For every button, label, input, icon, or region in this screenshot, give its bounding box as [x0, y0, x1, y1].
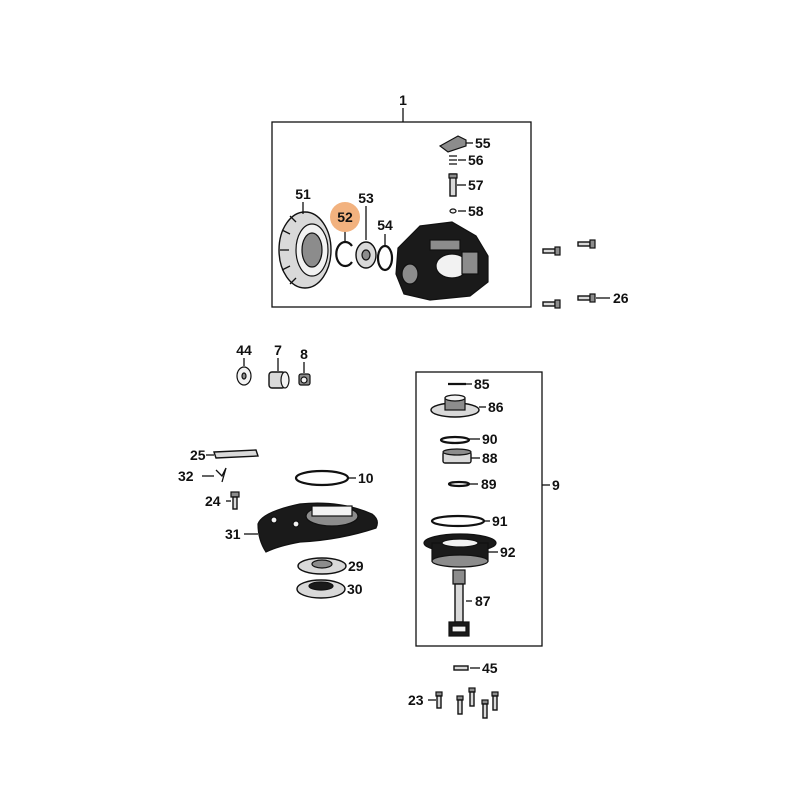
label-57: 57: [468, 177, 484, 193]
label-51: 51: [295, 186, 311, 202]
label-30: 30: [347, 581, 363, 597]
part-54-o-ring[interactable]: [376, 244, 394, 272]
part-32-spring-clip[interactable]: [215, 467, 227, 483]
part-58-small-ring[interactable]: [449, 208, 457, 214]
label-44: 44: [236, 342, 252, 358]
part-56-spring[interactable]: [449, 155, 457, 165]
part-86-bearing-cap[interactable]: [430, 394, 480, 418]
label-23: 23: [408, 692, 424, 708]
part-10-guard-ring[interactable]: [294, 469, 350, 487]
part-52-retaining-ring[interactable]: [335, 240, 353, 268]
label-87: 87: [475, 593, 491, 609]
part-7-bushing[interactable]: [268, 371, 290, 389]
label-45: 45: [482, 660, 498, 676]
label-29: 29: [348, 558, 364, 574]
assembly-9-frame: [415, 371, 543, 647]
part-51-fan[interactable]: [278, 211, 332, 289]
label-56: 56: [468, 152, 484, 168]
part-44-washer[interactable]: [236, 366, 252, 386]
label-52: 52: [337, 209, 353, 225]
part-29-inner-flange[interactable]: [297, 557, 347, 575]
part-8-nut[interactable]: [298, 373, 311, 386]
label-91: 91: [492, 513, 508, 529]
part-30-outer-flange[interactable]: [296, 579, 346, 599]
label-54: 54: [377, 217, 393, 233]
label-10: 10: [358, 470, 374, 486]
label-58: 58: [468, 203, 484, 219]
label-86: 86: [488, 399, 504, 415]
part-31-wheel-guard[interactable]: [257, 502, 378, 553]
label-32: 32: [178, 468, 194, 484]
label-8: 8: [300, 346, 308, 362]
label-53: 53: [358, 190, 374, 206]
part-45-key[interactable]: [453, 665, 469, 671]
part-26-screws[interactable]: [542, 239, 596, 309]
label-89: 89: [481, 476, 497, 492]
label-24: 24: [205, 493, 221, 509]
label-52-highlight-circle: [330, 202, 360, 232]
part-55-lever[interactable]: [438, 135, 467, 153]
part-92-gear-case[interactable]: [423, 533, 497, 568]
assembly-1-frame: [271, 121, 532, 308]
label-26: 26: [613, 290, 629, 306]
part-53-bearing[interactable]: [355, 241, 377, 269]
part-25-clamp-lever[interactable]: [213, 449, 259, 459]
part-89-washer[interactable]: [447, 480, 471, 488]
part-24-bolt[interactable]: [230, 491, 240, 510]
part-88-bearing[interactable]: [442, 448, 472, 464]
label-25: 25: [190, 447, 206, 463]
label-55: 55: [475, 135, 491, 151]
label-9: 9: [552, 477, 560, 493]
label-1: 1: [399, 92, 407, 108]
label-7: 7: [274, 342, 282, 358]
label-31: 31: [225, 526, 241, 542]
part-91-o-ring[interactable]: [430, 514, 486, 528]
part-87-spindle[interactable]: [448, 569, 470, 637]
label-90: 90: [482, 431, 498, 447]
part-90-retaining-ring[interactable]: [439, 435, 471, 445]
label-85: 85: [474, 376, 490, 392]
gear-housing[interactable]: [395, 221, 489, 301]
label-92: 92: [500, 544, 516, 560]
part-57-pin[interactable]: [448, 173, 458, 197]
part-23-screws[interactable]: [435, 687, 499, 719]
label-88: 88: [482, 450, 498, 466]
